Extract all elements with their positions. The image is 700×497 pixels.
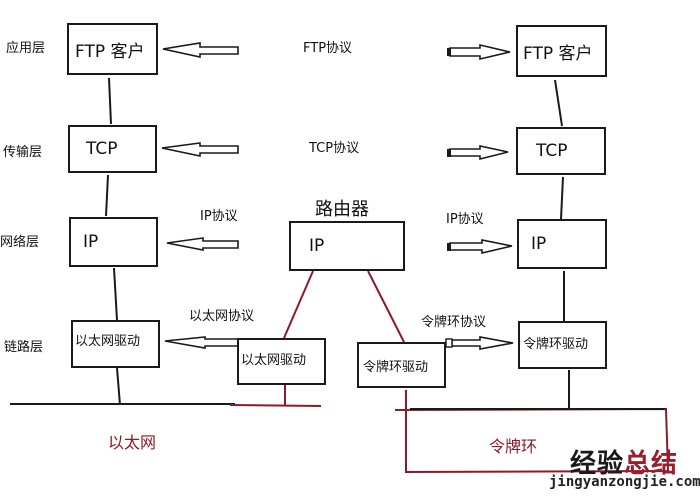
connector-left-tcp-ip [105, 174, 109, 217]
connector-left-ip-eth [113, 267, 118, 321]
layer-label-network: 网络层 [0, 235, 40, 250]
watermark-logo: 经验总结 [570, 443, 678, 480]
watermark-part2: 总结 [624, 449, 679, 479]
arrow-eth-left [164, 336, 239, 349]
right-tcp-box: TCP [516, 127, 606, 175]
router-ip-box: IP [289, 221, 405, 271]
arrow-ip-left [166, 237, 239, 251]
protocol-label-ftp: FTP协议 [303, 41, 353, 56]
router-token-driver-box: 令牌环驱动 [357, 342, 446, 388]
router-ip-label: IP [309, 236, 325, 256]
router-title: 路由器 [315, 199, 369, 220]
protocol-label-ethernet: 以太网协议 [189, 309, 255, 324]
protocol-label-token-ring: 令牌环协议 [421, 315, 487, 330]
protocol-label-ip-left: IP协议 [200, 209, 238, 224]
arrow-tcp-right [447, 145, 509, 161]
connector-right-ftp-tcp [554, 79, 563, 127]
connector-left-ftp-tcp [108, 77, 112, 125]
arrow-ftp-left [162, 42, 239, 58]
network-label-ethernet: 以太网 [108, 433, 157, 452]
left-ftp-client-label: FTP 客户 [75, 41, 145, 62]
right-token-driver-label: 令牌环驱动 [523, 337, 589, 352]
router-link-eth [283, 270, 314, 339]
arrow-ftp-right [447, 43, 511, 61]
router-link-token [367, 270, 405, 343]
right-ip-label: IP [531, 234, 547, 254]
connector-left-eth-bus [116, 367, 121, 406]
ethernet-bus-red [229, 404, 322, 407]
left-ip-label: IP [83, 232, 99, 252]
left-tcp-box: TCP [68, 125, 157, 173]
arrow-token-right [445, 336, 514, 350]
arrow-tcp-left [161, 142, 239, 157]
right-token-driver-box: 令牌环驱动 [518, 321, 607, 369]
connector-right-tcp-ip [560, 176, 564, 220]
watermark-url: jingyanzongjie.com [549, 474, 700, 490]
right-ftp-client-box: FTP 客户 [516, 25, 607, 77]
right-tcp-label: TCP [536, 141, 568, 161]
left-ip-box: IP [69, 217, 158, 267]
network-label-token-ring: 令牌环 [489, 437, 538, 456]
watermark-part1: 经验 [570, 449, 625, 479]
router-ethernet-driver-label: 以太网驱动 [241, 353, 307, 368]
layer-label-transport: 传输层 [3, 145, 43, 160]
right-ip-box: IP [517, 219, 607, 269]
router-token-driver-label: 令牌环驱动 [363, 359, 429, 375]
arrow-ip-right [447, 239, 513, 255]
left-ethernet-driver-label: 以太网驱动 [75, 334, 141, 349]
left-ethernet-driver-box: 以太网驱动 [71, 320, 160, 368]
router-ethernet-driver-box: 以太网驱动 [237, 338, 326, 385]
protocol-label-ip-right: IP协议 [446, 212, 484, 227]
layer-label-application: 应用层 [6, 41, 46, 56]
left-ftp-client-box: FTP 客户 [67, 23, 158, 75]
left-tcp-label: TCP [86, 139, 118, 159]
right-ftp-client-label: FTP 客户 [523, 43, 593, 64]
protocol-label-tcp: TCP协议 [309, 141, 360, 156]
layer-label-link: 链路层 [4, 340, 44, 355]
